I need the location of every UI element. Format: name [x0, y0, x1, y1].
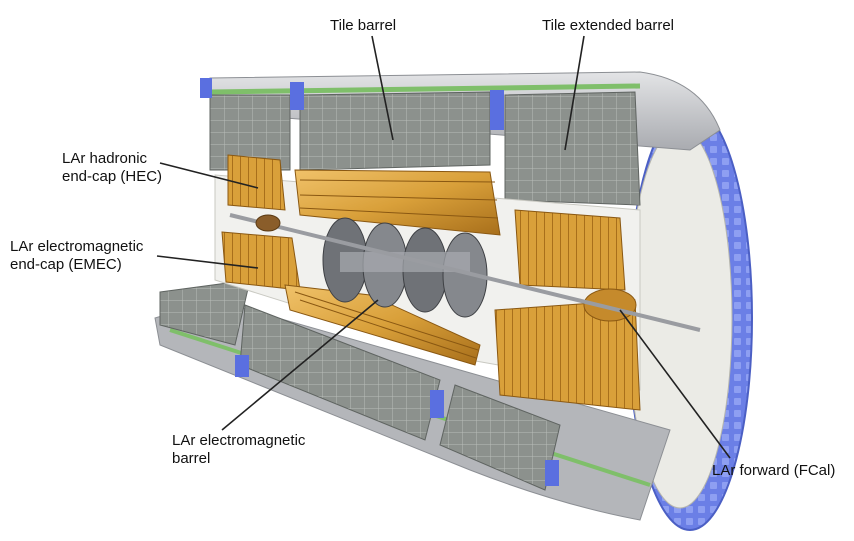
beam-pipe: [229, 213, 701, 332]
label-tile-extended-barrel: Tile extended barrel: [542, 17, 675, 34]
leader-lar-emec: [156, 255, 259, 269]
label-lar-hec: LAr hadronic end-cap (HEC): [62, 150, 163, 185]
leader-tile-barrel: [371, 35, 394, 141]
tile-extended-barrel-upper: [209, 91, 641, 206]
blue-ribs: [200, 78, 559, 486]
tile-barrel-upper: [299, 91, 491, 171]
label-lar-forward: LAr forward (FCal): [712, 462, 836, 479]
lar-hec-block: [227, 154, 626, 291]
label-tile-barrel: Tile barrel: [330, 17, 397, 34]
leader-lines: [156, 35, 731, 459]
label-lar-em-barrel: LAr electromagnetic barrel: [172, 432, 306, 467]
label-lar-emec: LAr electromagnetic end-cap (EMEC): [10, 238, 144, 273]
leader-lar-em-barrel: [221, 299, 379, 431]
leader-tile-extended-barrel: [564, 35, 585, 151]
leader-lar-hec: [159, 162, 259, 189]
outer-endcap-face: [627, 105, 753, 531]
tile-barrel-lower: [159, 279, 561, 491]
leader-lar-forward: [619, 309, 731, 459]
lar-emec-block: [221, 231, 301, 291]
